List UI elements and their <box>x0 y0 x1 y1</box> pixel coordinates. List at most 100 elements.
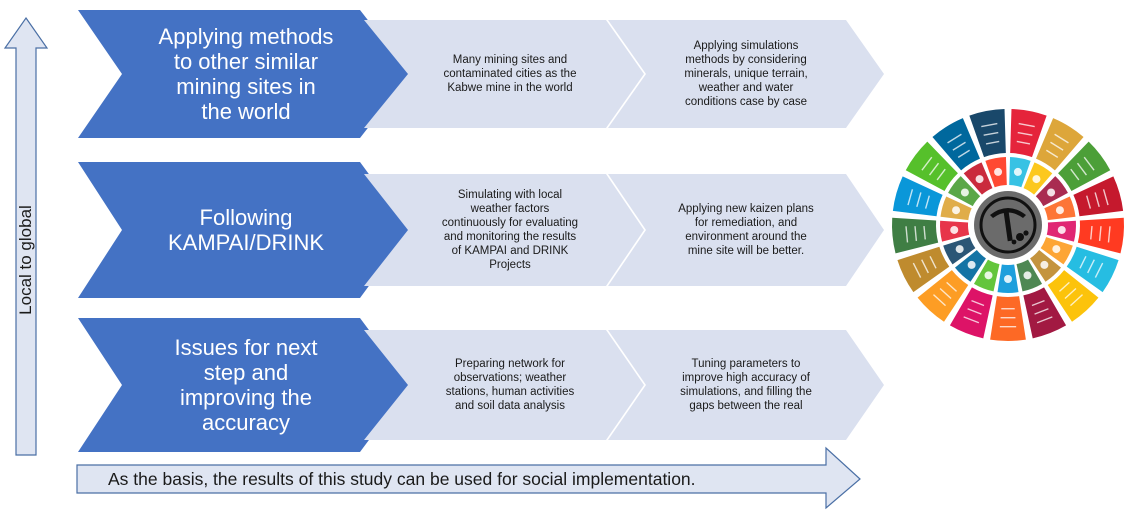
sdg-segment-text <box>1102 189 1109 206</box>
sdg-outer-segment <box>1077 217 1124 254</box>
sdg-goal-icon <box>1040 260 1049 269</box>
row1-step1-text: Many mining sites and contaminated citie… <box>443 54 577 94</box>
sdg-segment-text <box>912 262 922 278</box>
sdg-outer-segment <box>1010 109 1047 158</box>
sdg-goal-icon <box>1032 175 1041 184</box>
row3-step1-chevron <box>364 330 644 440</box>
sdg-segment-text <box>1046 149 1059 158</box>
local-to-global-label: Local to global <box>16 205 35 315</box>
sdg-segment-text <box>924 195 930 209</box>
sdg-segment-text <box>1064 287 1077 300</box>
sdg-segment-text <box>1094 262 1104 278</box>
sdg-goal-icon <box>984 271 993 280</box>
social-implementation-arrow <box>76 446 861 510</box>
sdg-wheel <box>892 109 1124 341</box>
sdg-segment-text <box>905 226 909 243</box>
sdg-goal-icon <box>950 225 959 234</box>
sdg-segment-text <box>936 168 946 181</box>
row3-step2-text: Tuning parameters to improve high accura… <box>680 358 812 412</box>
sdg-outer-segment <box>905 141 958 191</box>
row3-title-chevron <box>78 318 410 452</box>
sdg-goal-icon <box>1052 245 1061 254</box>
row1-title-chevron <box>78 10 410 138</box>
sdg-segment-text <box>981 122 998 128</box>
sdg-outer-segment <box>969 109 1006 158</box>
pickaxe-icon <box>990 208 1029 245</box>
row3-step1-text: Preparing network for observations; weat… <box>445 358 575 412</box>
sdg-outer-segment <box>897 246 950 293</box>
sdg-goal-icon <box>1055 206 1064 215</box>
sdg-segment-text <box>923 225 926 240</box>
sdg-goal-icon <box>955 245 964 254</box>
sdg-segment-text <box>916 192 922 207</box>
sdg-segment-text <box>928 162 940 176</box>
sdg-segment-text <box>957 149 970 158</box>
sdg-goal-icon <box>952 206 961 215</box>
sdg-segment-text <box>1098 226 1102 242</box>
sdg-outer-segment <box>949 287 993 339</box>
sdg-outer-segment <box>1036 118 1084 171</box>
sdg-goal-icon <box>975 175 984 184</box>
row3-step2-chevron <box>608 330 884 440</box>
sdg-segment-text <box>1087 259 1095 274</box>
sdg-segment-text <box>1086 195 1092 209</box>
row2-step2-text: Applying new kaizen plans for remediatio… <box>678 203 814 257</box>
sdg-outer-segment <box>1047 270 1099 322</box>
sdg-segment-text <box>1031 299 1045 307</box>
row3-title: Issues for next step and improving the a… <box>174 335 318 435</box>
sdg-segment-text <box>921 156 933 171</box>
sdg-segment-text <box>939 287 952 300</box>
row1-step2-chevron <box>608 20 884 128</box>
sdg-segment-text <box>1076 162 1088 176</box>
sdg-segment-text <box>1050 141 1064 151</box>
sdg-segment-text <box>983 131 999 136</box>
sdg-segment-text <box>963 316 980 324</box>
sdg-outer-segment <box>892 176 943 217</box>
row1-step2-text: Applying simulations methods by consider… <box>684 40 808 108</box>
sdg-outer-segment <box>917 270 969 322</box>
row2-title: Following KAMPAI/DRINK <box>167 205 325 255</box>
sdg-segment-text <box>971 299 985 307</box>
row2-step1-chevron <box>364 174 644 286</box>
sdg-goal-icon <box>1023 271 1032 280</box>
sdg-segment-text <box>952 141 966 151</box>
sdg-segment-text <box>929 256 937 269</box>
local-to-global-arrow <box>3 16 49 456</box>
sdg-outer-segment <box>1066 246 1119 293</box>
sdg-outer-segment <box>932 118 980 171</box>
row2-title-chevron <box>78 162 410 298</box>
sdg-segment-text <box>1083 156 1095 171</box>
sdg-segment-text <box>1054 133 1069 144</box>
sdg-segment-text <box>967 308 982 315</box>
sdg-segment-text <box>947 133 962 144</box>
sdg-goal-icon <box>994 167 1003 176</box>
sdg-segment-text <box>1079 256 1087 269</box>
sdg-center-ring <box>979 196 1037 254</box>
sdg-segment-text <box>1070 168 1080 181</box>
sdg-segment-text <box>933 294 946 307</box>
sdg-goal-icon <box>967 260 976 269</box>
row2-step2-chevron <box>608 174 884 286</box>
sdg-outer-segment <box>1023 287 1067 339</box>
sdg-segment-text <box>914 226 918 242</box>
sdg-outer-segment <box>990 296 1026 341</box>
sdg-goal-icon <box>1047 188 1056 197</box>
sdg-segment-text <box>1070 294 1083 307</box>
row2-step1-text: Simulating with local weather factors co… <box>441 189 579 271</box>
sdg-outer-segment <box>892 217 939 254</box>
sdg-wheel-image <box>886 103 1130 347</box>
sdg-segment-text <box>1058 281 1070 292</box>
sdg-segment-text <box>1018 122 1035 128</box>
sdg-segment-text <box>1036 316 1053 324</box>
sdg-segment-text <box>907 189 914 206</box>
sdg-segment-text <box>946 281 958 292</box>
social-implementation-text: As the basis, the results of this study … <box>108 468 696 489</box>
sdg-goal-icon <box>1004 275 1012 283</box>
row1-step1-chevron <box>364 20 644 128</box>
sdg-segment-text <box>985 140 1000 145</box>
sdg-outer-segment <box>1058 141 1111 191</box>
sdg-goal-icon <box>1057 225 1066 234</box>
sdg-segment-text <box>1090 225 1093 240</box>
sdg-goal-icon <box>1013 167 1022 176</box>
